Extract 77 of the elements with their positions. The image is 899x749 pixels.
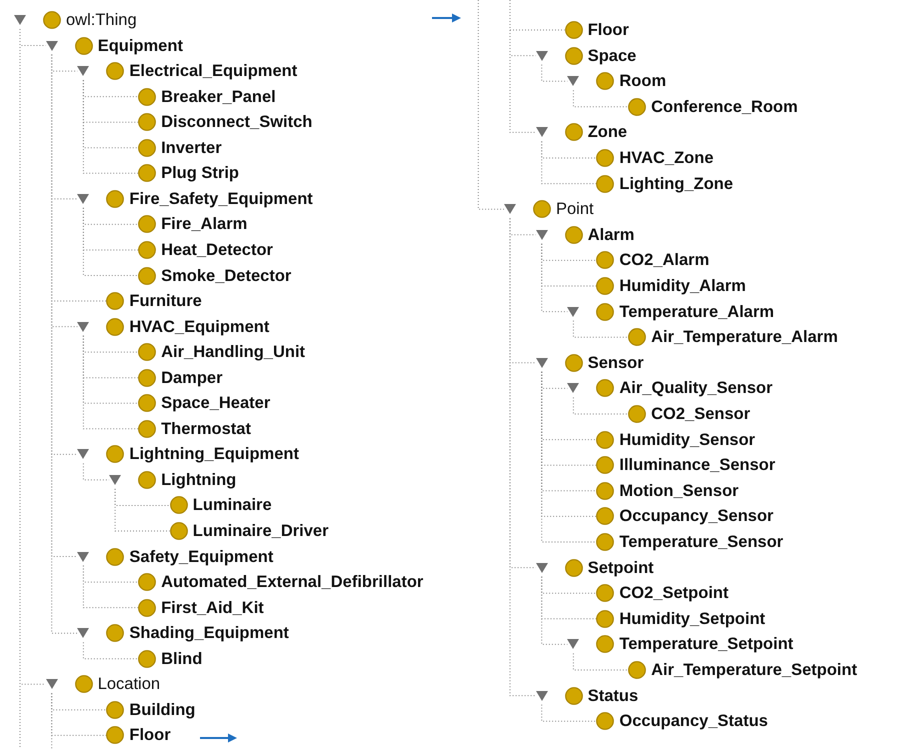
- class-label: Motion_Sensor: [619, 482, 739, 500]
- tree-connector-line: [541, 704, 597, 722]
- tree-connector-line: [82, 565, 139, 608]
- class-label: CO2_Alarm: [619, 251, 710, 270]
- class-label: Fire_Safety_Equipment: [129, 190, 313, 208]
- tree-connector-line: [82, 335, 139, 430]
- class-label: Sensor: [588, 354, 644, 372]
- class-label: Room: [619, 72, 666, 90]
- tree-connector-line: [541, 64, 568, 82]
- class-label: Automated_External_Defibrillator: [161, 573, 424, 592]
- class-label: Breaker_Panel: [161, 88, 276, 106]
- tree-connector-line: [82, 207, 139, 276]
- class-label: Lighting_Zone: [619, 174, 734, 193]
- tree-connector-line: [114, 488, 170, 532]
- tree-connector-line: [541, 243, 568, 312]
- class-label: Temperature_Sensor: [619, 533, 784, 551]
- class-label: Temperature_Alarm: [619, 302, 774, 321]
- class-label: Fire_Alarm: [161, 215, 248, 234]
- class-label: Air_Temperature_Setpoint: [651, 661, 858, 679]
- tree-connector-line: [82, 642, 139, 660]
- tree-connector-line: [572, 320, 629, 338]
- class-label: Damper: [161, 368, 223, 387]
- class-label: Air_Temperature_Alarm: [651, 328, 838, 346]
- class-label: Space_Heater: [161, 394, 270, 412]
- class-label: Zone: [588, 123, 628, 142]
- class-label: Occupancy_Sensor: [619, 507, 774, 526]
- class-label: Status: [588, 686, 638, 705]
- class-label: HVAC_Equipment: [129, 318, 270, 336]
- class-label: owl:Thing: [66, 11, 137, 29]
- tree-connector-line: [572, 90, 629, 108]
- class-label: Equipment: [98, 36, 183, 55]
- class-label: Thermostat: [161, 420, 251, 438]
- tree-connector-line: [51, 692, 52, 749]
- class-label: Humidity_Alarm: [619, 277, 746, 295]
- class-label: Smoke_Detector: [161, 266, 292, 284]
- class-label: Humidity_Setpoint: [619, 610, 766, 628]
- class-label: Disconnect_Switch: [161, 113, 312, 132]
- class-label: Electrical_Equipment: [129, 62, 298, 80]
- class-label: Lightning: [161, 470, 236, 489]
- class-label: HVAC_Zone: [619, 149, 714, 167]
- class-label: Point: [556, 200, 594, 218]
- tree-connector-line: [82, 462, 110, 480]
- class-label: Illuminance_Sensor: [619, 456, 776, 474]
- tree-connector-line: [541, 576, 568, 645]
- class-label: Humidity_Sensor: [619, 430, 756, 449]
- class-label: Heat_Detector: [161, 240, 273, 259]
- tree-connector-line: [510, 0, 536, 133]
- class-label: CO2_Sensor: [651, 405, 750, 423]
- class-label: Conference_Room: [651, 98, 798, 116]
- tree-connector-line: [572, 652, 629, 670]
- class-label: Floor: [588, 21, 629, 39]
- class-label: Plug Strip: [161, 164, 240, 182]
- class-label: Setpoint: [588, 558, 654, 577]
- class-label: Luminaire_Driver: [192, 522, 329, 540]
- class-label: Blind: [161, 650, 202, 668]
- class-label: Floor: [129, 726, 171, 744]
- class-label: Lightning_Equipment: [129, 445, 299, 464]
- class-label: Inverter: [161, 138, 222, 157]
- class-label: Space: [588, 46, 636, 65]
- tree-connector-line: [510, 218, 536, 696]
- class-label: Temperature_Setpoint: [619, 635, 794, 654]
- class-label: Occupancy_Status: [619, 712, 768, 730]
- tree-connector-line: [82, 80, 139, 174]
- class-label: Air_Quality_Sensor: [619, 379, 773, 398]
- class-label: Shading_Equipment: [129, 624, 289, 642]
- class-label: Alarm: [588, 226, 634, 244]
- class-label: Location: [98, 675, 160, 694]
- tree-connector-line: [478, 0, 504, 210]
- class-label: CO2_Setpoint: [619, 584, 728, 602]
- tree-connector-line: [541, 140, 597, 184]
- class-label: Furniture: [129, 292, 202, 310]
- class-label: First_Aid_Kit: [161, 598, 264, 617]
- class-label: Luminaire: [192, 496, 272, 514]
- tree-connector-line: [572, 396, 629, 414]
- class-label: Building: [129, 700, 196, 719]
- class-label: Safety_Equipment: [129, 548, 274, 566]
- class-label: Air_Handling_Unit: [161, 343, 306, 362]
